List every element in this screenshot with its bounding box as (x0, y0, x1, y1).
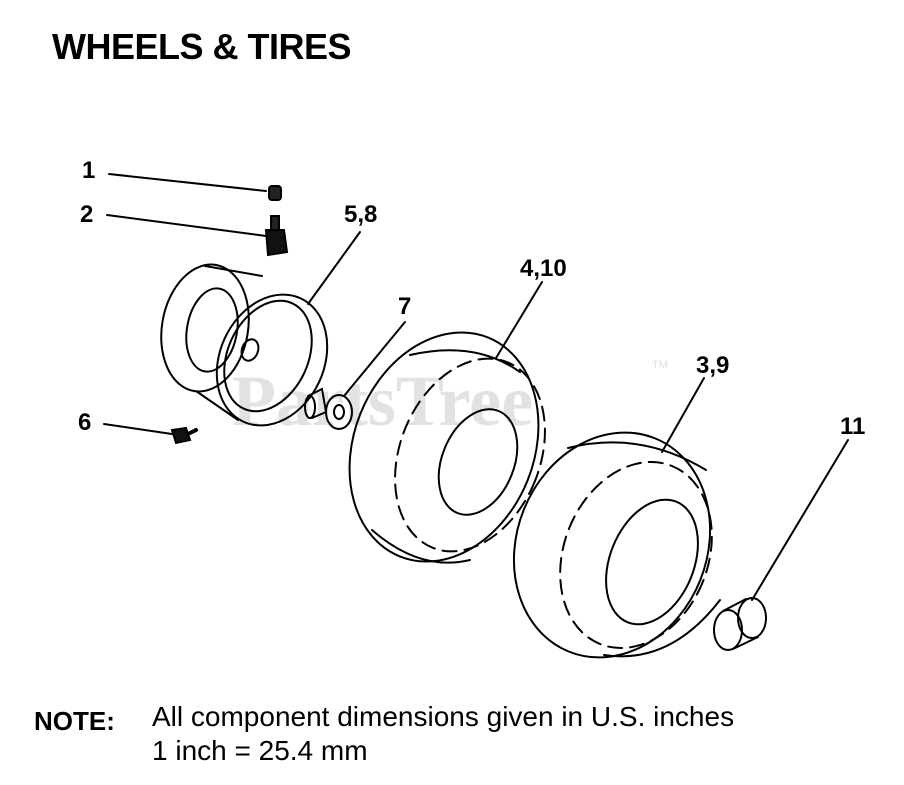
note-line-1: All component dimensions given in U.S. i… (152, 701, 735, 732)
bushing-part (304, 321, 406, 430)
callout-5-8: 5,8 (344, 201, 377, 228)
inner-tube-part (713, 439, 849, 651)
valve-stem-part (106, 214, 289, 257)
callout-3-9: 3,9 (696, 352, 729, 379)
note-label: NOTE: (34, 706, 115, 736)
rear-tire-part (512, 377, 721, 659)
callout-1: 1 (82, 157, 95, 184)
callout-11: 11 (840, 413, 865, 440)
page-title: WHEELS & TIRES (52, 26, 352, 67)
watermark-tm: TM (652, 359, 668, 371)
callout-7: 7 (398, 293, 411, 320)
wheel-rim-part (160, 231, 361, 427)
note-line-2: 1 inch = 25.4 mm (152, 735, 368, 766)
watermark: PartsTree (232, 361, 533, 441)
valve-cap-part (108, 173, 282, 201)
callout-4-10: 4,10 (520, 255, 567, 282)
front-tire-part (348, 281, 546, 564)
callout-2: 2 (80, 201, 93, 228)
grease-fitting-part (103, 423, 198, 445)
callout-6: 6 (78, 409, 91, 436)
